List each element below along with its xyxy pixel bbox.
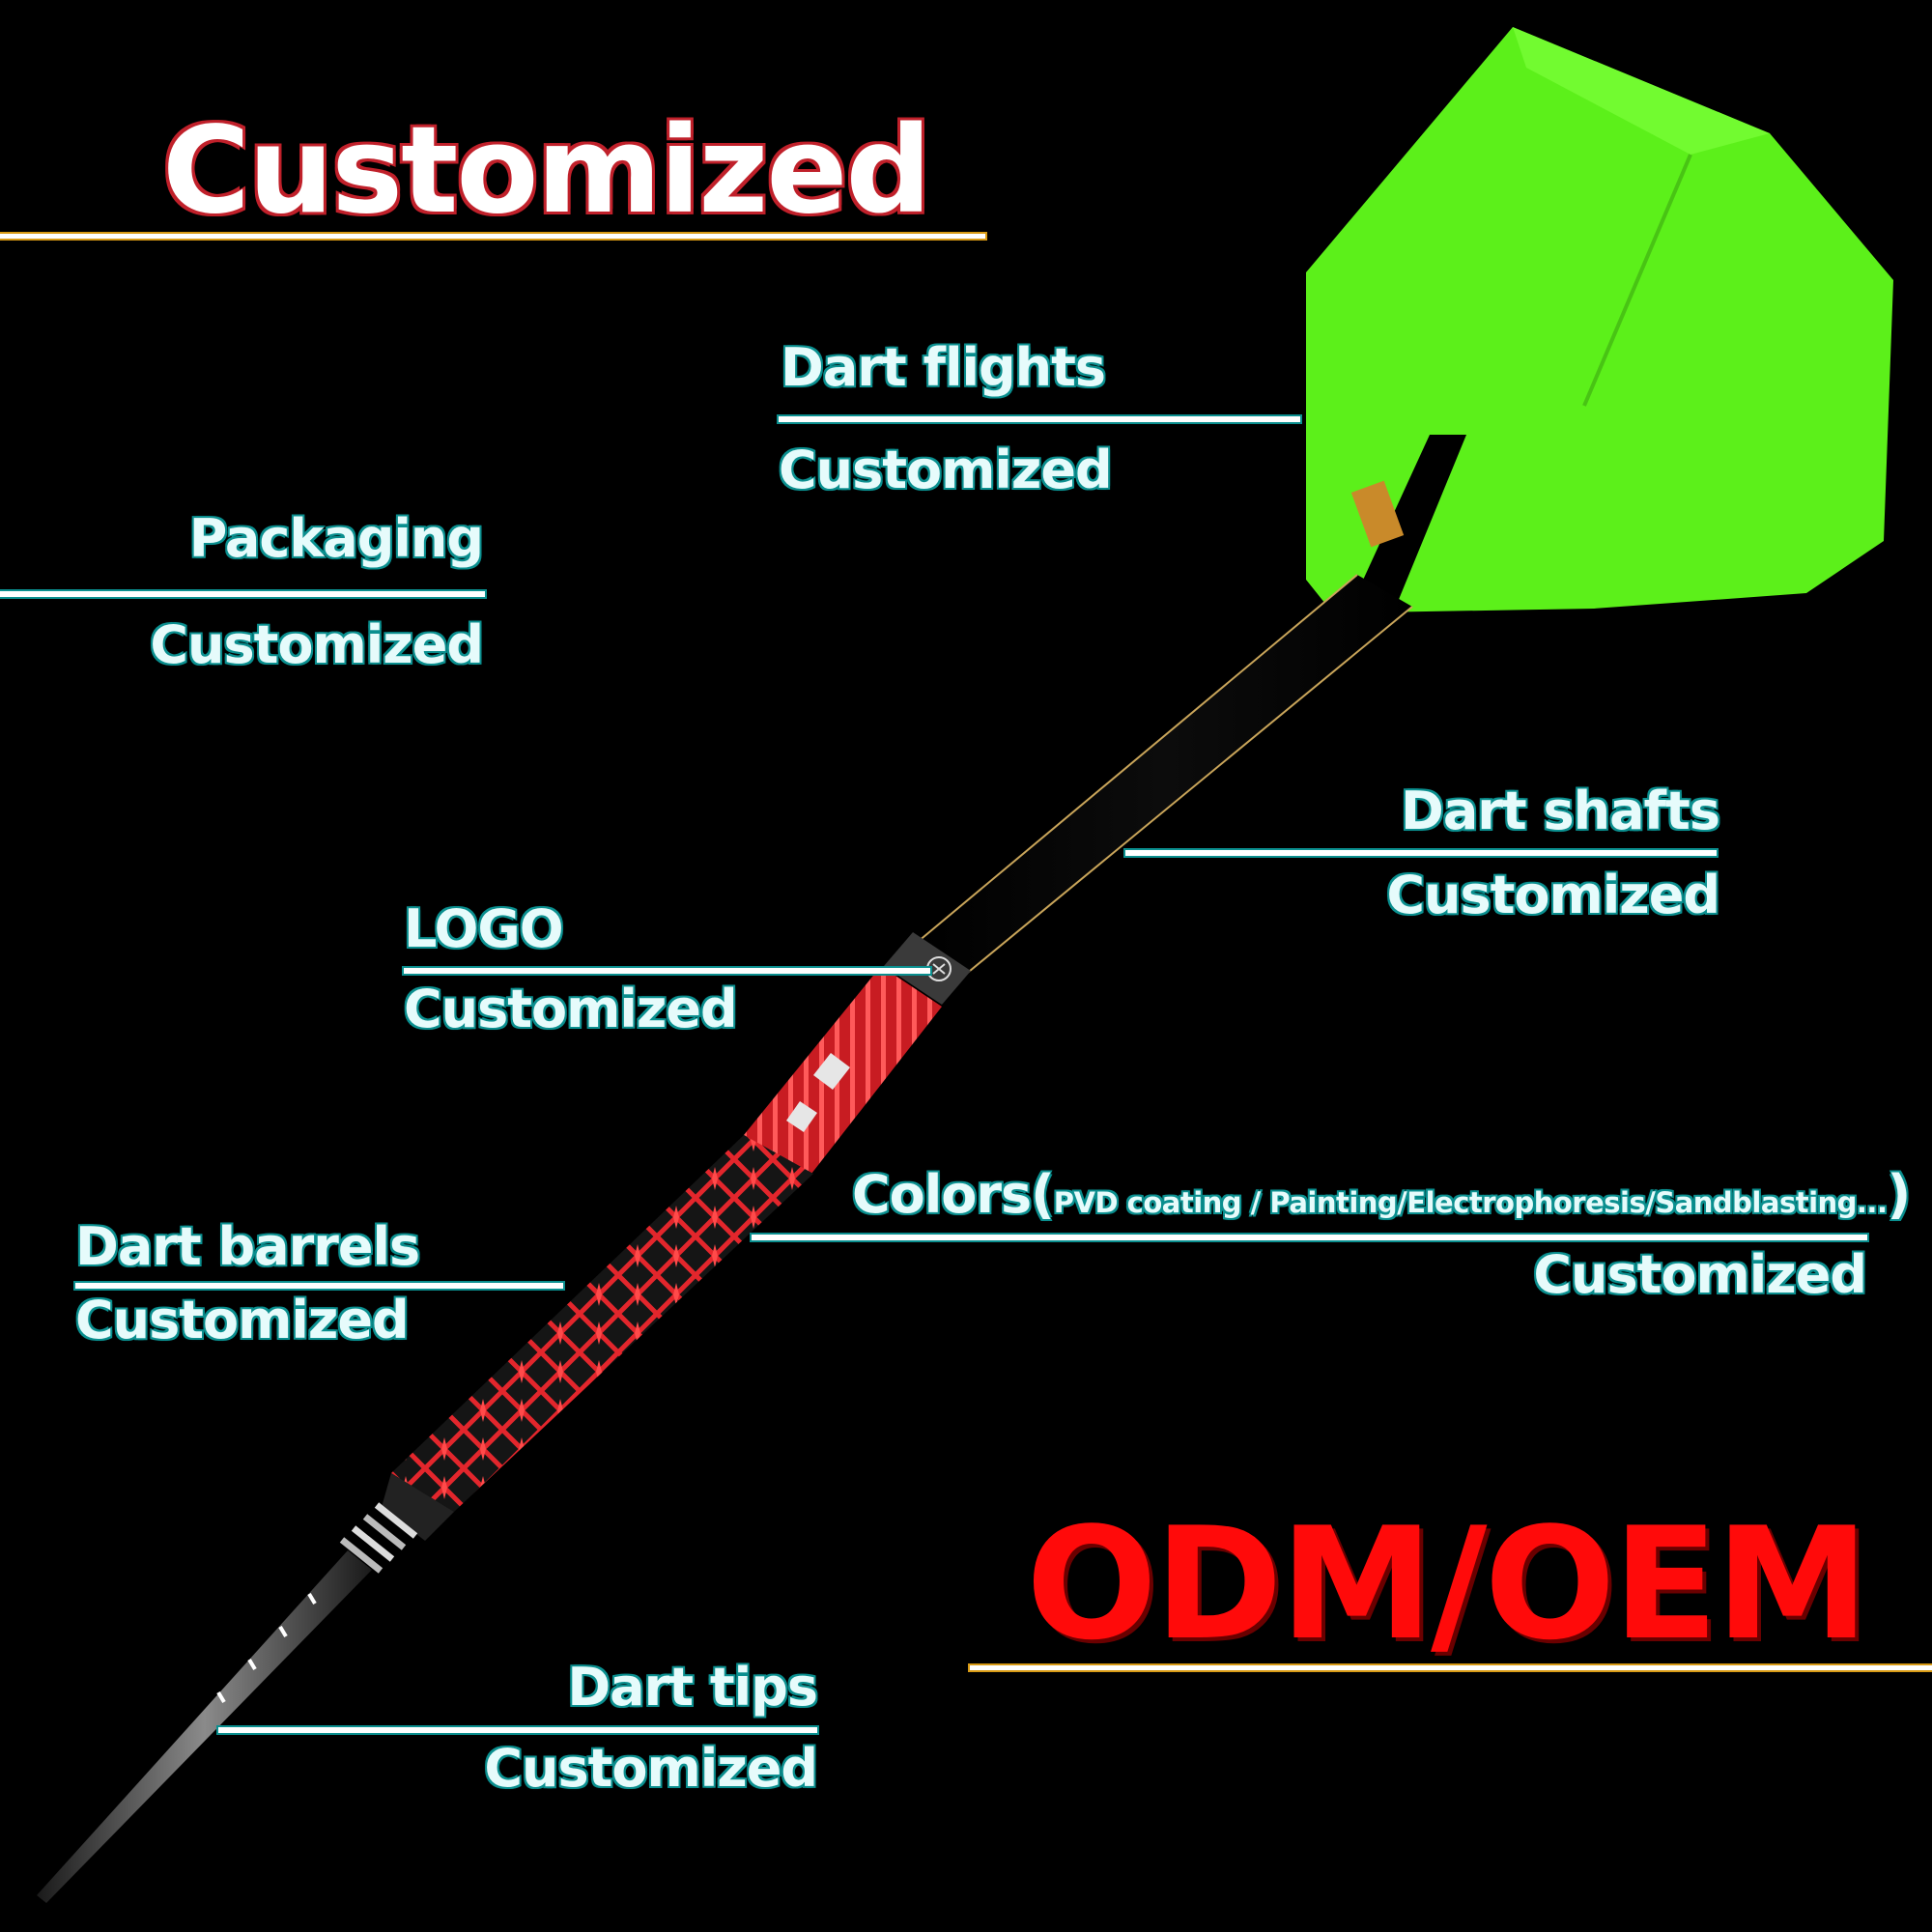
- headline-bottom-underline: [970, 1665, 1932, 1670]
- connector-dart-flights: [779, 416, 1300, 422]
- dart-shaft: [917, 574, 1413, 977]
- label-colors-title: Colors(: [852, 1164, 1055, 1225]
- headline-odm-oem: ODM/OEM: [1026, 1493, 1869, 1674]
- label-colors: Colors(PVD coating / Painting/Electropho…: [852, 1169, 1911, 1221]
- label-packaging-customized: Customized: [150, 614, 484, 675]
- label-dart-tips-customized: Customized: [484, 1738, 818, 1799]
- label-dart-shafts-customized: Customized: [1386, 865, 1720, 925]
- label-colors-detail: PVD coating / Painting/Electrophoresis/S…: [1053, 1186, 1888, 1219]
- connector-colors: [752, 1235, 1867, 1240]
- headline-customized: Customized: [162, 101, 931, 241]
- label-dart-flights-customized: Customized: [779, 440, 1113, 500]
- label-dart-shafts: Dart shafts: [1401, 781, 1720, 841]
- label-colors-close: ): [1887, 1164, 1911, 1225]
- label-colors-customized: Customized: [1533, 1244, 1867, 1305]
- label-dart-flights: Dart flights: [781, 337, 1106, 398]
- connector-dart-barrels: [75, 1283, 563, 1289]
- connector-logo: [404, 968, 930, 974]
- label-logo: LOGO: [404, 898, 564, 959]
- headline-top-underline: [0, 234, 985, 239]
- connector-dart-shafts: [1125, 850, 1717, 856]
- label-dart-tips: Dart tips: [567, 1657, 818, 1718]
- label-logo-customized: Customized: [404, 979, 738, 1039]
- label-packaging: Packaging: [188, 508, 484, 569]
- connector-dart-tips: [218, 1727, 817, 1733]
- dart-barrel: [339, 966, 942, 1574]
- dart-tip: [37, 1550, 372, 1903]
- connector-packaging: [0, 591, 485, 597]
- label-dart-barrels: Dart barrels: [75, 1216, 420, 1277]
- dart-flight: [1306, 27, 1893, 628]
- label-dart-barrels-customized: Customized: [75, 1290, 410, 1350]
